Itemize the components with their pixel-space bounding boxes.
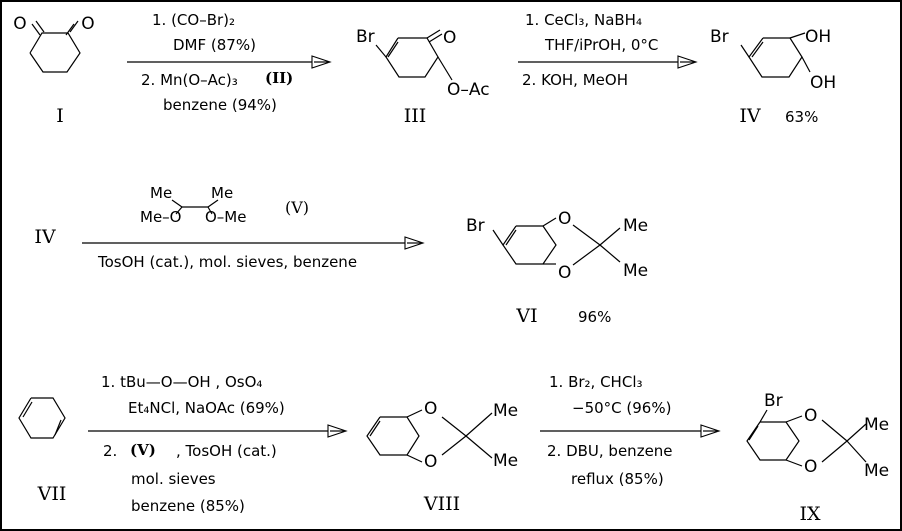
atom-label: Br xyxy=(356,27,375,47)
reaction-arrow-3: TosOH (cat.), mol. sieves, benzene xyxy=(82,236,425,271)
condition-text: −50°C (96%) xyxy=(572,399,671,417)
atom-label: O xyxy=(81,14,94,34)
compound-label-VII: VII xyxy=(37,483,67,505)
condition-text: benzene (85%) xyxy=(131,497,245,515)
condition-text: , TosOH (cat.) xyxy=(176,442,277,460)
reaction-arrow-1: 1. (CO–Br)₂ DMF (87%) 2. Mn(O–Ac)₃ (II) … xyxy=(127,11,332,114)
condition-text: benzene (94%) xyxy=(163,96,277,114)
atom-label: O xyxy=(424,452,437,472)
atom-label: OH xyxy=(810,73,836,93)
condition-text: Et₄NCl, NaOAc (69%) xyxy=(128,399,285,417)
atom-label: Me–O xyxy=(140,208,181,226)
compound-VIII-structure: O O Me Me xyxy=(366,399,518,472)
atom-label: O xyxy=(558,263,571,283)
reaction-arrow-5: 1. Br₂, CHCl₃ −50°C (96%) 2. DBU, benzen… xyxy=(540,373,721,488)
compound-III-structure: Br O O–Ac xyxy=(356,27,490,100)
condition-text: 2. Mn(O–Ac)₃ xyxy=(141,71,238,89)
atom-label: O xyxy=(804,457,817,477)
condition-text: 2. xyxy=(103,442,117,460)
atom-label: O xyxy=(804,406,817,426)
atom-label: O xyxy=(443,28,456,48)
condition-text: 2. KOH, MeOH xyxy=(522,71,628,89)
condition-text: reflux (85%) xyxy=(571,470,664,488)
condition-text: 1. (CO–Br)₂ xyxy=(152,11,235,29)
condition-text: TosOH (cat.), mol. sieves, benzene xyxy=(97,253,357,271)
compound-VI-structure: Br O O Me Me xyxy=(466,209,648,283)
reagent-label-V: (V) xyxy=(285,198,309,217)
compound-V-structure: Me Me Me–O O–Me xyxy=(140,184,246,226)
reaction-arrow-4: 1. tBu—O—OH , OsO₄ Et₄NCl, NaOAc (69%) 2… xyxy=(88,373,348,515)
compound-VII-structure xyxy=(18,397,66,439)
atom-label: OH xyxy=(805,27,831,47)
reagent-ref-V: (V) xyxy=(130,441,156,459)
atom-label: O–Ac xyxy=(447,80,490,100)
reagent-ref-II: (II) xyxy=(265,69,293,87)
atom-label: Me xyxy=(493,401,518,421)
atom-label: O xyxy=(13,14,26,34)
compound-label-III: III xyxy=(404,105,427,127)
atom-label: Me xyxy=(211,184,233,202)
atom-label: Me xyxy=(623,261,648,281)
compound-label-IX: IX xyxy=(799,503,821,525)
condition-text: mol. sieves xyxy=(131,470,216,488)
compound-IX-structure: Br O O Me Me xyxy=(746,391,889,481)
compound-IV-structure: Br OH OH xyxy=(710,27,836,93)
compound-label-IV-start: IV xyxy=(34,226,56,248)
condition-text: DMF (87%) xyxy=(173,36,256,54)
atom-label: Me xyxy=(864,461,889,481)
compound-label-VI: VI xyxy=(515,305,537,327)
atom-label: Me xyxy=(493,451,518,471)
condition-text: THF/iPrOH, 0°C xyxy=(544,36,658,54)
compound-I-structure: O O xyxy=(13,14,95,73)
condition-text: 1. tBu—O—OH , OsO₄ xyxy=(101,373,262,391)
atom-label: O xyxy=(558,209,571,229)
compound-label-I: I xyxy=(56,105,64,127)
compound-label-VIII: VIII xyxy=(423,493,460,515)
atom-label: Me xyxy=(864,415,889,435)
atom-label: Me xyxy=(623,216,648,236)
condition-text: 1. Br₂, CHCl₃ xyxy=(549,373,643,391)
atom-label: Me xyxy=(150,184,172,202)
atom-label: O–Me xyxy=(205,208,246,226)
compound-label-IV: IV xyxy=(739,105,761,127)
condition-text: 1. CeCl₃, NaBH₄ xyxy=(525,11,642,29)
atom-label: Br xyxy=(466,216,485,236)
yield-text: 63% xyxy=(785,108,818,126)
condition-text: 2. DBU, benzene xyxy=(547,442,673,460)
atom-label: Br xyxy=(710,27,729,47)
reaction-arrow-2: 1. CeCl₃, NaBH₄ THF/iPrOH, 0°C 2. KOH, M… xyxy=(518,11,698,89)
atom-label: O xyxy=(424,399,437,419)
atom-label: Br xyxy=(764,391,783,411)
yield-text: 96% xyxy=(578,308,611,326)
